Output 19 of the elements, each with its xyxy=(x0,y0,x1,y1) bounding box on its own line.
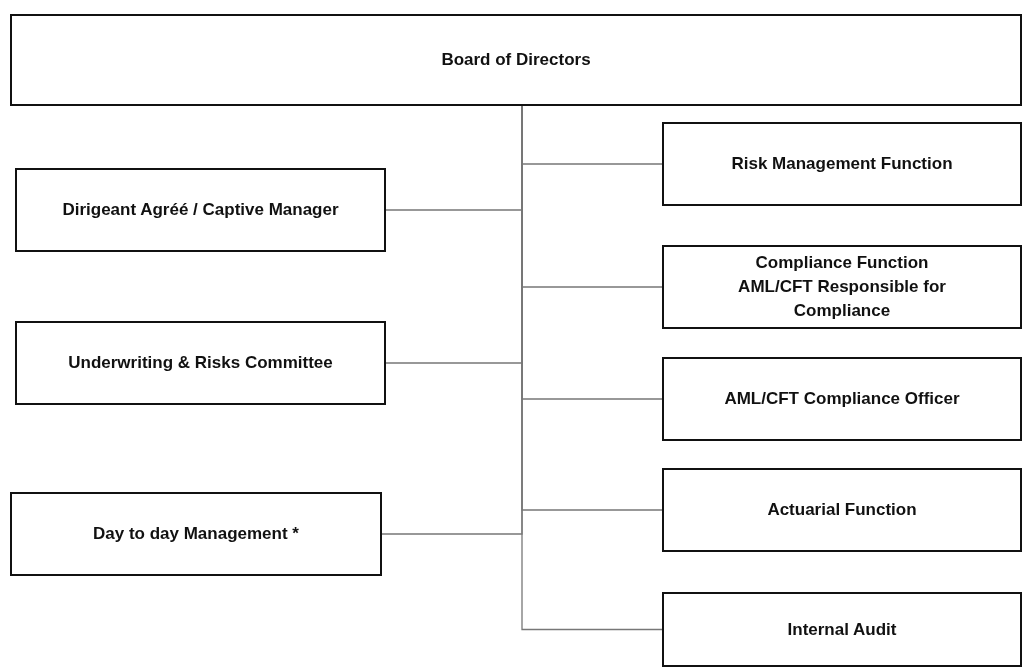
box-label: Internal Audit xyxy=(787,618,897,641)
org-box xyxy=(15,168,386,252)
org-box xyxy=(662,245,1022,329)
org-box xyxy=(662,592,1022,667)
org-box xyxy=(662,357,1022,441)
org-box xyxy=(15,321,386,405)
box-label: Risk Management Function xyxy=(731,153,953,176)
box-label: Day to day Management * xyxy=(93,523,299,546)
box-label: AML/CFT Responsible for Compliance xyxy=(737,276,947,322)
org-box xyxy=(10,492,382,576)
org-box xyxy=(662,122,1022,206)
org-box xyxy=(662,468,1022,552)
box-label: Underwriting & Risks Committee xyxy=(68,352,333,375)
box-label: AML/CFT Compliance Officer xyxy=(724,388,960,411)
box-label: Actuarial Function xyxy=(767,499,917,522)
org-box xyxy=(10,14,1022,106)
box-label: Board of Directors xyxy=(441,49,591,72)
box-label: Dirigeant Agréé / Captive Manager xyxy=(62,199,339,222)
box-label: Compliance Function xyxy=(755,252,929,275)
